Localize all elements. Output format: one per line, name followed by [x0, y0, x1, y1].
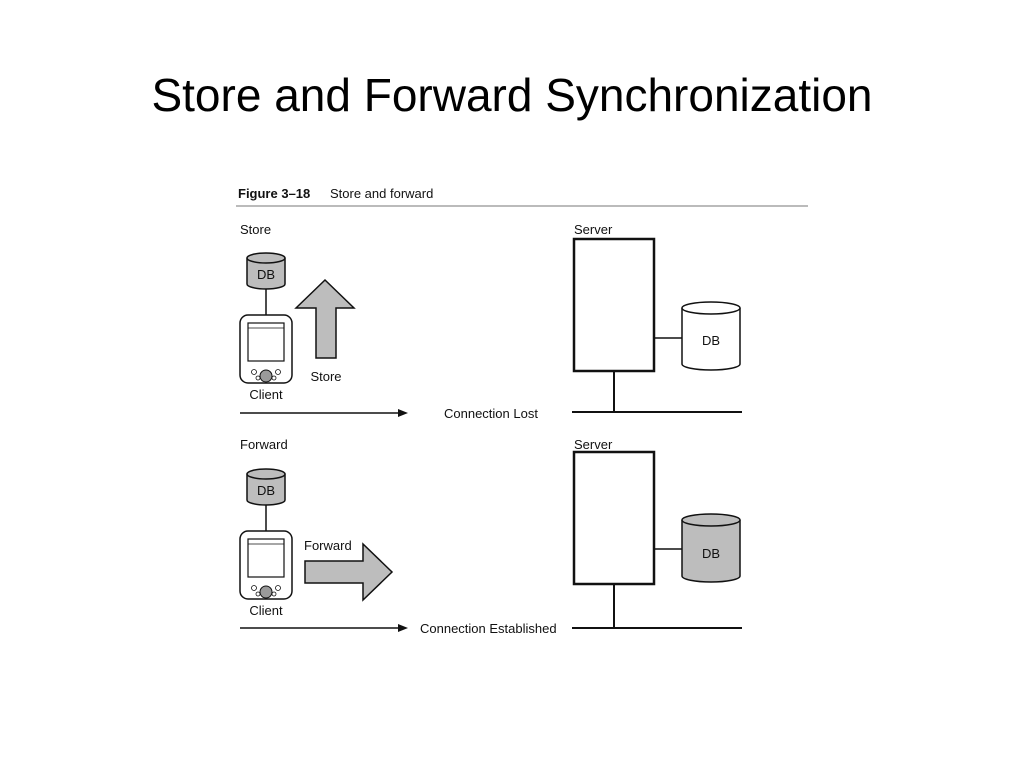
server-db-cylinder-shaded: DB	[681, 513, 741, 583]
figure-caption: Figure 3–18 Store and forward	[236, 186, 808, 207]
forward-client-label: Client	[249, 603, 283, 618]
forward-panel: Forward DB Client Forward Connection Est…	[239, 437, 742, 636]
slide-title: Store and Forward Synchronization	[151, 69, 873, 121]
figure-caption-text: Store and forward	[330, 186, 433, 201]
store-section-label: Store	[240, 222, 271, 237]
pda-device-icon	[239, 530, 293, 600]
store-client-label: Client	[249, 387, 283, 402]
forward-section-label: Forward	[240, 437, 288, 452]
connection-established-label: Connection Established	[420, 621, 557, 636]
client-db-cylinder: DB	[246, 468, 286, 506]
server-db-label: DB	[702, 546, 720, 561]
forward-arrow-label: Forward	[304, 538, 352, 553]
connection-lost-label: Connection Lost	[444, 406, 538, 421]
store-up-arrow	[294, 278, 356, 359]
server-db-label: DB	[702, 333, 720, 348]
client-db-label: DB	[257, 483, 275, 498]
forward-server-box	[572, 450, 656, 586]
forward-server-label: Server	[574, 437, 613, 452]
figure-number: Figure 3–18	[238, 186, 310, 201]
store-server-label: Server	[574, 222, 613, 237]
connection-arrowhead	[398, 409, 408, 417]
store-arrow-label: Store	[310, 369, 341, 384]
store-panel: Store DB Client Store Connection Lost	[239, 222, 742, 421]
store-server-box	[572, 237, 656, 373]
client-db-cylinder: DB	[246, 252, 286, 290]
pda-device-icon	[239, 314, 293, 384]
forward-right-arrow	[304, 542, 394, 602]
client-db-label: DB	[257, 267, 275, 282]
connection-arrowhead	[398, 624, 408, 632]
server-db-cylinder: DB	[681, 301, 741, 371]
